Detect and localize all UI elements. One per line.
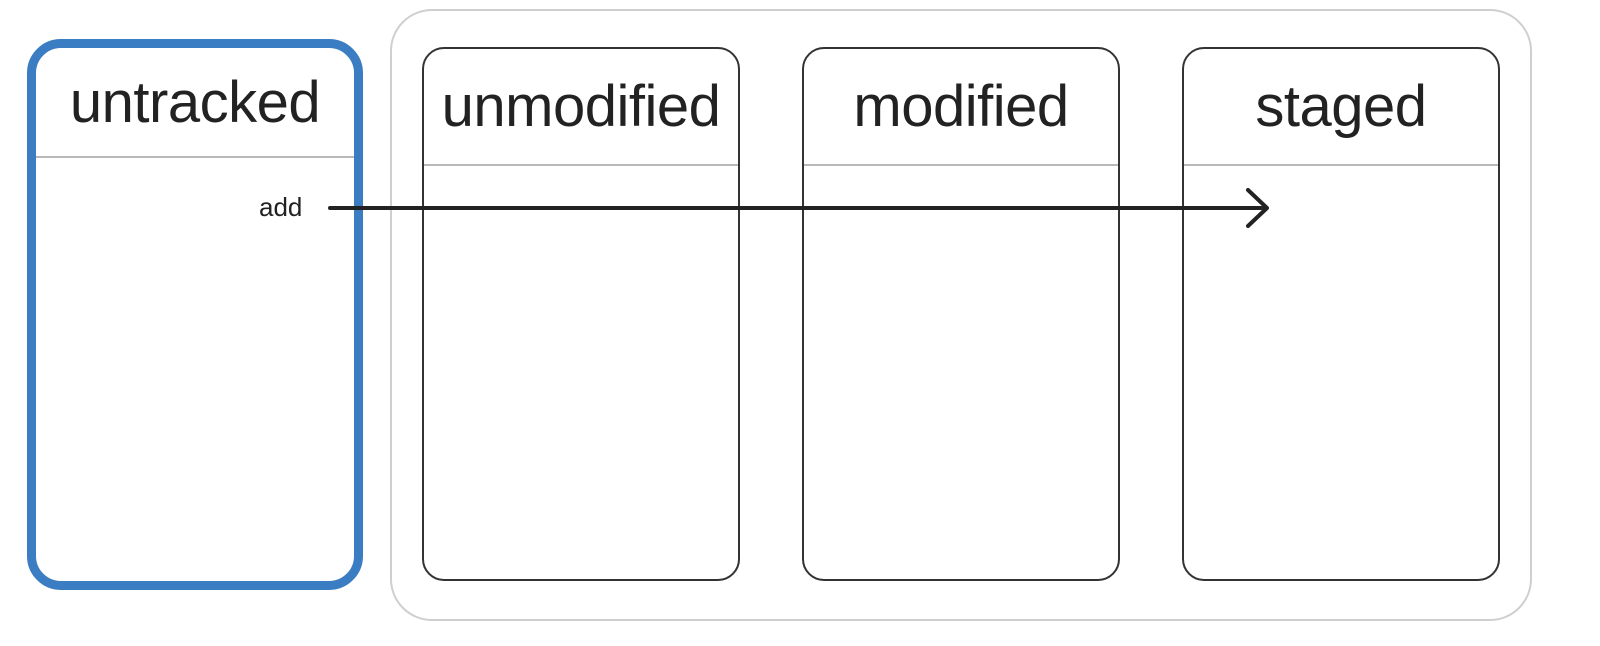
- transition-label-add: add: [259, 192, 303, 222]
- state-title-unmodified: unmodified: [441, 74, 721, 139]
- state-title-modified: modified: [853, 74, 1069, 139]
- state-untracked: untracked: [27, 39, 363, 590]
- state-divider: [36, 156, 354, 158]
- state-staged: staged: [1182, 47, 1500, 581]
- state-unmodified: unmodified: [422, 47, 740, 581]
- state-divider: [424, 164, 738, 166]
- state-divider: [1184, 164, 1498, 166]
- state-title-staged: staged: [1255, 74, 1427, 139]
- state-title-untracked: untracked: [69, 69, 321, 135]
- tracked-files-group: [390, 9, 1532, 621]
- state-divider: [804, 164, 1118, 166]
- state-modified: modified: [802, 47, 1120, 581]
